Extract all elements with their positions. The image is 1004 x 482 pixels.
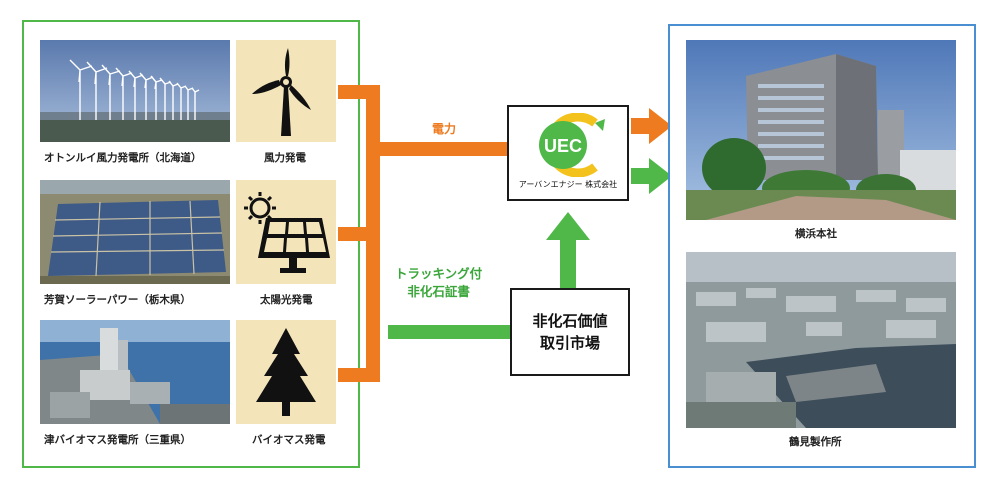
wind-turbine-icon <box>236 48 336 146</box>
wind-icon-tile <box>236 40 336 142</box>
uec-logo-box: UEC アーバンエナジー 株式会社 <box>507 105 629 201</box>
yokohama-hq-caption: 横浜本社 <box>795 228 837 240</box>
solar-panel-icon <box>236 192 336 288</box>
uec-logo-icon: UEC <box>525 112 615 181</box>
power-output-arrow <box>631 108 672 144</box>
market-label-line1: 非化石価値 <box>532 312 608 330</box>
tracking-line <box>388 325 510 339</box>
certificate-output-arrow <box>631 158 672 194</box>
yokohama-hq-photo <box>686 40 956 220</box>
tracking-label-line2: 非化石証書 <box>407 284 470 299</box>
market-label: 非化石価値 取引市場 <box>512 310 628 354</box>
tree-icon <box>236 328 336 428</box>
non-fossil-market-box: 非化石価値 取引市場 <box>510 288 630 376</box>
certificate-up-arrow <box>546 212 590 288</box>
power-flow-label: 電力 <box>432 122 457 136</box>
solar-farm-photo <box>40 180 230 284</box>
wind-farm-photo <box>40 40 230 142</box>
wind-farm-caption: オトンルイ風力発電所（北海道） <box>44 152 202 164</box>
solar-type-label: 太陽光発電 <box>260 294 313 306</box>
market-label-line2: 取引市場 <box>539 334 600 352</box>
uec-company-name: アーバンエナジー 株式会社 <box>518 180 618 189</box>
power-bus-vertical <box>366 85 380 382</box>
tracking-certificate-label: トラッキング付 非化石証書 <box>395 265 482 301</box>
uec-logo-text: UEC <box>544 136 582 156</box>
biomass-icon-tile <box>236 320 336 424</box>
wind-type-label: 風力発電 <box>264 152 306 164</box>
solar-farm-caption: 芳賀ソーラーパワー（栃木県） <box>44 294 191 306</box>
power-line-to-uec <box>380 142 508 156</box>
biomass-type-label: バイオマス発電 <box>252 434 326 446</box>
tsurumi-works-caption: 鶴見製作所 <box>789 436 842 448</box>
solar-icon-tile <box>236 180 336 284</box>
tracking-label-line1: トラッキング付 <box>395 266 483 281</box>
biomass-plant-photo <box>40 320 230 424</box>
tsurumi-works-photo <box>686 252 956 428</box>
biomass-plant-caption: 津バイオマス発電所（三重県） <box>44 434 191 446</box>
